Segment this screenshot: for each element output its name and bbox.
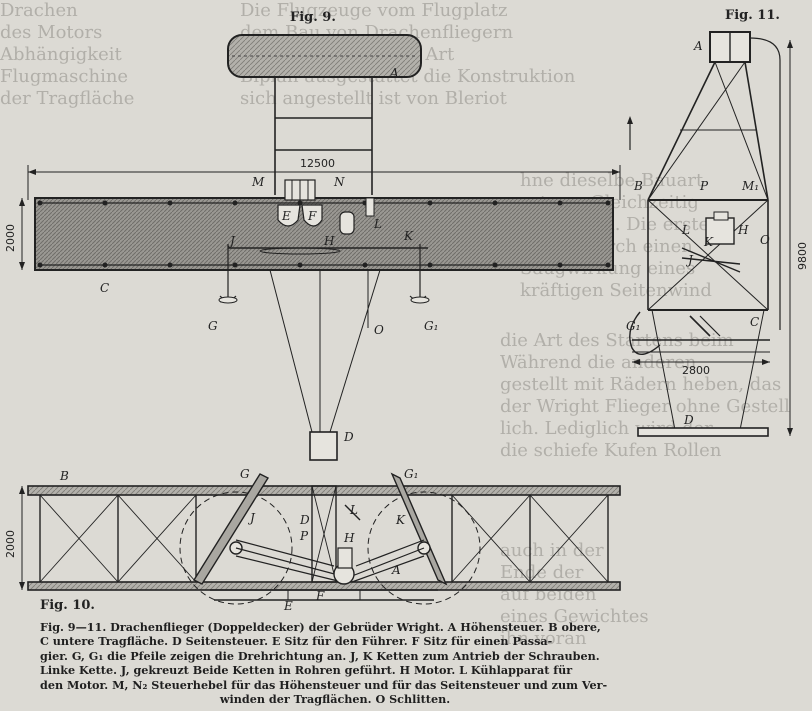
label-l: L	[373, 217, 382, 231]
label-p-fig10: P	[299, 529, 309, 543]
span-dimension: 12500	[300, 157, 335, 170]
label-f-fig10: F	[315, 589, 325, 603]
caption-line: C untere Tragfläche. D Seitensteuer. E S…	[40, 634, 553, 649]
label-f: F	[307, 209, 317, 223]
caption-line: Linke Kette. J, gekreuzt Beide Ketten in…	[40, 663, 573, 678]
caption-line: gier. G, G₁ die Pfeile zeigen die Drehri…	[40, 648, 600, 663]
seats-e-f	[277, 204, 323, 227]
label-d-fig11: D	[683, 413, 694, 427]
label-n: N	[333, 175, 345, 189]
label-l-fig11: L	[681, 223, 690, 237]
label-l-fig10: L	[349, 503, 358, 517]
height-dimension-fig10: 2000	[4, 530, 17, 558]
label-c: C	[100, 281, 109, 295]
label-k: K	[403, 229, 414, 243]
label-h-fig10: H	[343, 531, 355, 545]
label-p: P	[699, 179, 709, 193]
fig-10-label: Fig. 10.	[40, 598, 95, 613]
caption-line: winden der Tragflächen. O Schlitten.	[219, 692, 451, 707]
label-g1-fig11: G₁	[626, 319, 640, 333]
label-d-fig10: D	[299, 513, 310, 527]
label-e-fig10: E	[283, 599, 293, 613]
caption-line: den Motor. M, N₂ Steuerhebel für das Höh…	[40, 677, 608, 692]
label-a-fig10: A	[391, 563, 401, 577]
label-c-fig11: C	[750, 315, 759, 329]
label-j-fig10: J	[247, 511, 256, 525]
label-m1: M₁	[741, 179, 759, 193]
label-d: D	[343, 430, 354, 444]
label-k-fig11: K	[703, 235, 714, 249]
chord-dimension: 2000	[4, 224, 17, 252]
label-g1-fig10: G₁	[404, 467, 418, 481]
figure-caption: Fig. 9—11. Drachenflieger (Doppeldecker)…	[40, 620, 630, 706]
label-g: G	[208, 319, 218, 333]
label-j: J	[227, 234, 236, 248]
label-o: O	[374, 323, 384, 337]
fig-10-front-view: B G G₁ J K D P L H A E F 2000	[4, 467, 621, 613]
width-dimension-fig11: 2800	[682, 364, 710, 377]
label-h: H	[323, 234, 335, 248]
label-j-fig11: J	[685, 253, 694, 267]
fig-11-side-view: A B P M₁ L H K J O G₁ C 2800 9800 D	[626, 31, 809, 437]
label-a-fig9: A	[389, 66, 399, 80]
fig-11-label: Fig. 11.	[725, 8, 780, 23]
label-a-fig11: A	[693, 39, 703, 53]
height-dimension-fig11: 9800	[796, 242, 809, 270]
label-g-fig10: G	[240, 467, 250, 481]
fig-9-label: Fig. 9.	[290, 10, 336, 25]
label-b1: B	[633, 179, 643, 193]
main-wing	[34, 197, 614, 271]
label-h-fig11: H	[737, 223, 749, 237]
label-b-fig10: B	[59, 469, 69, 483]
rudder-d	[309, 431, 338, 461]
fig-9-top-view: A 12500 M N E F L H J K 2000 C G G₁ O D	[4, 34, 621, 461]
label-e: E	[281, 209, 291, 223]
label-o-fig11: O	[760, 233, 770, 247]
label-k-fig10: K	[395, 513, 406, 527]
caption-line: Fig. 9—11. Drachenflieger (Doppeldecker)…	[40, 620, 601, 634]
label-m: M	[251, 175, 265, 189]
label-g1: G₁	[424, 319, 438, 333]
rudder-d-fig11	[637, 427, 769, 437]
